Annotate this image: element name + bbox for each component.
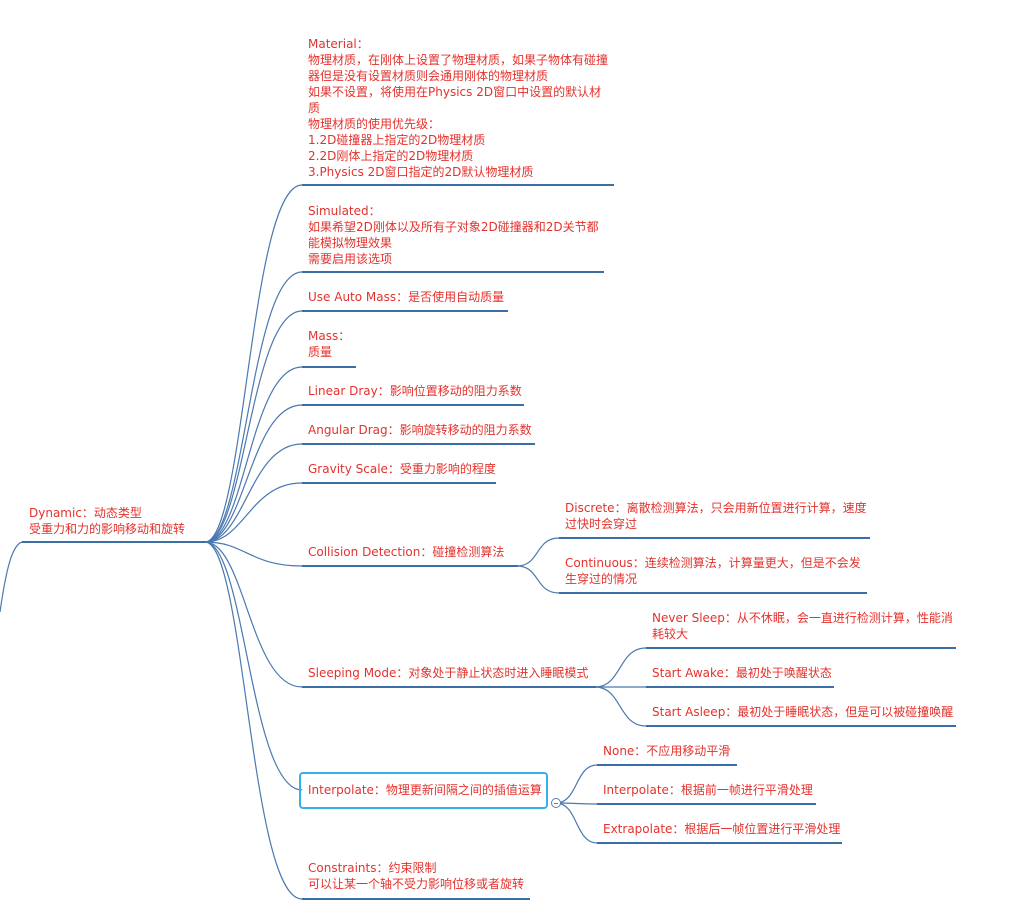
start-awake-node[interactable]: Start Awake：最初处于唤醒状态 [652,666,832,680]
collision-detection-underline [302,565,518,567]
connector-simulated [204,271,303,543]
material-underline [302,184,614,186]
extrapolate-node[interactable]: Extrapolate：根据后一帧位置进行平滑处理 [603,822,841,836]
extrapolate-underline [597,842,842,844]
none-node[interactable]: None：不应用移动平滑 [603,744,731,758]
none-underline [597,764,737,766]
continuous-underline [559,592,867,594]
angular-drag-node[interactable]: Angular Drag：影响旋转移动的阻力系数 [308,423,532,437]
interpolate-selection-box[interactable] [299,772,548,809]
collapse-toggle-icon[interactable] [551,798,561,808]
use-auto-mass-underline [302,310,508,312]
connector-never-sleep [594,647,647,688]
interpolate-child-underline [597,803,816,805]
simulated-node[interactable]: Simulated： 如果希望2D刚体以及所有子对象2D碰撞器和2D关节都 能模… [308,204,599,266]
gravity-scale-underline [302,482,496,484]
sleeping-mode-node[interactable]: Sleeping Mode：对象处于静止状态时进入睡眠模式 [308,666,589,680]
linear-dray-node[interactable]: Linear Dray：影响位置移动的阻力系数 [308,384,522,398]
discrete-node[interactable]: Discrete：离散检测算法，只会用新位置进行计算，速度 过快时会穿过 [565,501,867,531]
connector-constraints [204,541,303,900]
connector-none [555,764,598,804]
connector-gravity-scale [204,482,303,543]
root-node[interactable]: Dynamic：动态类型 受重力和力的影响移动和旋转 [29,506,186,536]
collision-detection-node[interactable]: Collision Detection：碰撞检测算法 [308,545,505,559]
sleeping-mode-underline [302,686,596,688]
connector-continuous [516,565,560,594]
material-node[interactable]: Material： 物理材质，在刚体上设置了物理材质，如果子物体有碰撞 器但是没… [308,37,609,179]
connector-material [204,184,303,543]
connector-discrete [516,537,560,567]
start-asleep-underline [646,725,956,727]
connector-extrapolate [555,802,598,844]
start-asleep-node[interactable]: Start Asleep：最初处于睡眠状态，但是可以被碰撞唤醒 [652,705,954,719]
connector-root-left [0,541,23,613]
connector-angular-drag [204,443,303,543]
constraints-node[interactable]: Constraints：约束限制 可以让某一个轴不受力影响位移或者旋转 [308,861,525,891]
simulated-underline [302,271,604,273]
angular-drag-underline [302,443,535,445]
interpolate-node[interactable]: Interpolate：物理更新间隔之间的插值运算 [308,783,542,797]
root-underline [22,541,206,543]
discrete-underline [559,537,870,539]
connector-sleeping-mode [204,541,303,688]
gravity-scale-node[interactable]: Gravity Scale：受重力影响的程度 [308,462,496,476]
connector-interpolate [204,541,303,791]
continuous-node[interactable]: Continuous：连续检测算法，计算量更大，但是不会发 生穿过的情况 [565,556,861,586]
linear-dray-underline [302,404,524,406]
connector-start-asleep [594,686,647,727]
mass-underline [302,366,356,368]
never-sleep-underline [646,647,956,649]
interpolate-child-node[interactable]: Interpolate：根据前一帧进行平滑处理 [603,783,813,797]
connector-use-auto-mass [204,310,303,543]
never-sleep-node[interactable]: Never Sleep：从不休眠，会一直进行检测计算，性能消 耗较大 [652,611,953,641]
mass-node[interactable]: Mass： 质量 [308,329,351,359]
connector-linear-dray [204,404,303,543]
start-awake-underline [646,686,834,688]
use-auto-mass-node[interactable]: Use Auto Mass：是否使用自动质量 [308,290,505,304]
connector-mass [204,366,303,543]
constraints-underline [302,898,530,900]
connector-collision-detection [204,541,303,567]
